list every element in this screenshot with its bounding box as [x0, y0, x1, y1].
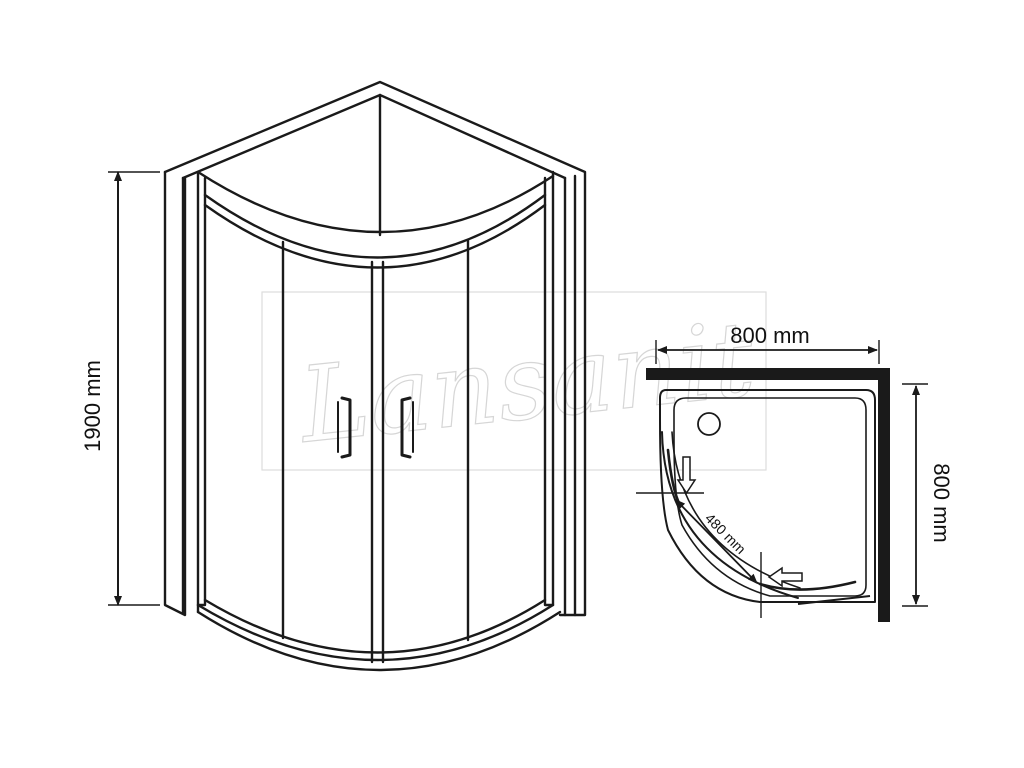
slide-arrow-left-icon	[767, 566, 803, 588]
watermark-logo-text: Lansanit	[292, 298, 760, 467]
watermark-frame	[261, 291, 767, 471]
left-door-handle-icon	[340, 396, 352, 459]
upper-curved-rail-inner	[203, 193, 547, 259]
top-frame-outer	[163, 80, 587, 617]
width-dimension-label: 800 mm	[730, 323, 809, 348]
left-panel-frame	[196, 170, 207, 607]
height-dimension-label: 1900 mm	[80, 360, 105, 452]
tray-inner-outline	[673, 397, 867, 597]
drain-icon	[697, 412, 721, 436]
tray-bottom-edge	[196, 610, 562, 672]
enclosure-top-view: 480 mm 800 mm 800 mm	[636, 323, 954, 622]
tray-outline	[659, 389, 876, 603]
sliding-door-panel-bottom	[758, 580, 857, 591]
right-door-handle-icon	[400, 396, 412, 459]
tray-top-edge	[196, 603, 555, 662]
depth-dimension-label: 800 mm	[929, 463, 954, 542]
side-wall	[878, 368, 890, 622]
height-dimension: 1900 mm	[80, 171, 160, 606]
door-bottom-stopper	[797, 595, 871, 605]
left-wall-profile	[163, 170, 187, 617]
opening-dimension-line	[675, 499, 758, 584]
slide-arrow-down-icon	[676, 456, 697, 495]
upper-curved-rail-inner2	[203, 203, 547, 269]
enclosure-3d-view	[163, 80, 587, 672]
upper-curved-rail	[196, 170, 555, 234]
top-frame-inner	[181, 93, 567, 180]
back-wall	[646, 368, 890, 380]
right-panel-frame	[543, 170, 555, 607]
lower-curved-rail	[203, 598, 547, 654]
